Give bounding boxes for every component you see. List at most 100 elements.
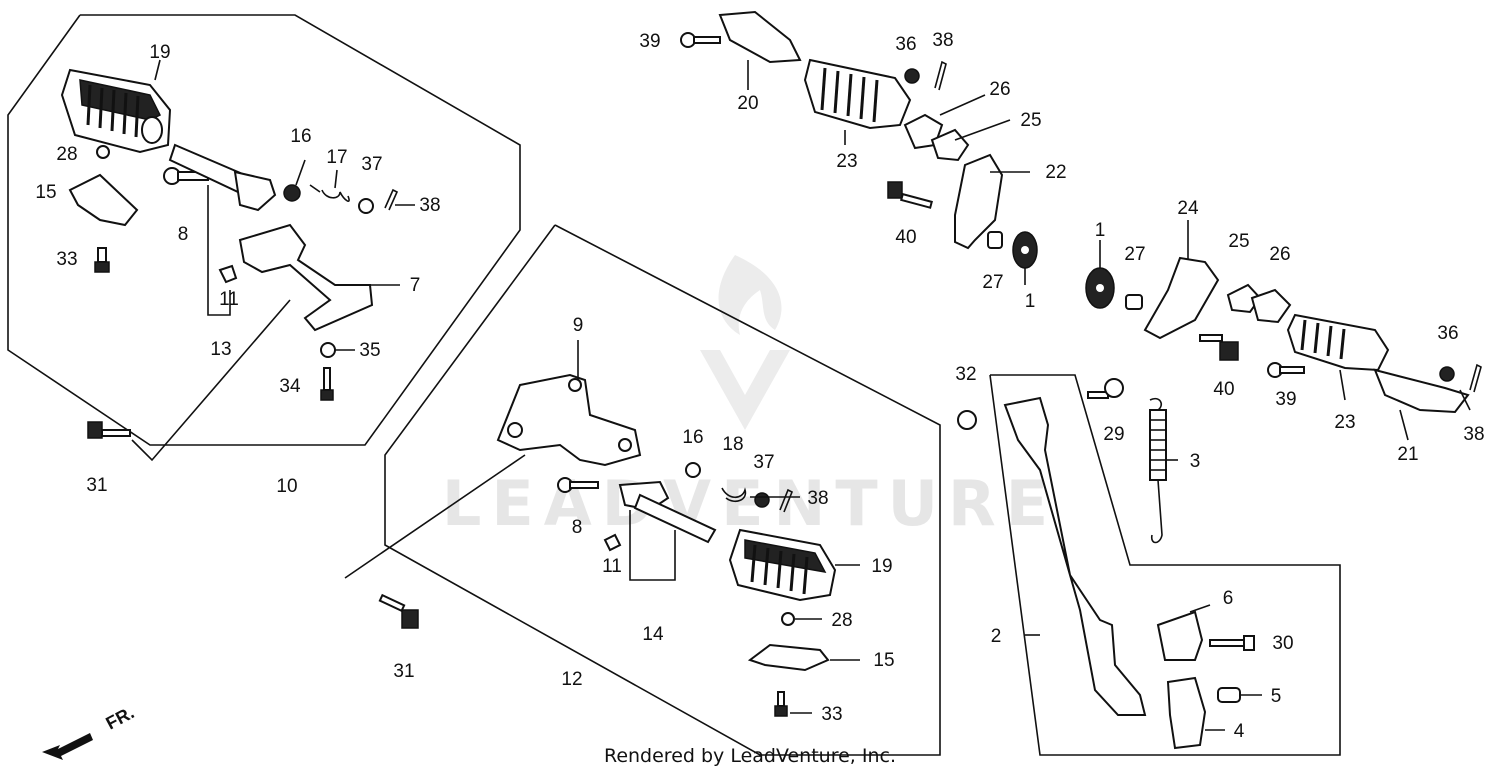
callout-14: 14: [642, 624, 664, 645]
callout-11-left: 11: [219, 289, 239, 310]
bracket-9: [496, 373, 642, 467]
front-arrow-label: FR.: [102, 702, 137, 733]
nut-35: [320, 342, 336, 358]
pin-39-top: [680, 32, 721, 48]
callout-8-left: 8: [178, 224, 189, 245]
callout-20: 20: [737, 93, 758, 114]
bracket-15-center: [747, 643, 830, 672]
side-stand-2: [1003, 396, 1147, 716]
callout-18: 18: [722, 434, 743, 455]
cover-20: [718, 10, 802, 64]
watermark-text: LEADVENTURE: [442, 467, 1058, 540]
bolt-31-center: [378, 593, 419, 629]
callout-10: 10: [276, 476, 297, 497]
callout-13: 13: [210, 339, 231, 360]
footpeg-rubber-23-right: [1286, 313, 1390, 372]
callout-39-top: 39: [639, 31, 660, 52]
bolt-34: [320, 367, 334, 401]
callout-38-right: 38: [1463, 424, 1484, 445]
nut-36-top: [904, 68, 920, 84]
washer-16-left: [283, 184, 301, 202]
cotter-38-right: [1469, 363, 1482, 393]
callout-37-center: 37: [753, 452, 774, 473]
callout-27-top: 27: [982, 272, 1003, 293]
cotter-38-left: [384, 188, 399, 211]
nut-36-right: [1439, 366, 1455, 382]
switch-bracket-6: [1156, 610, 1204, 661]
callout-26-right: 26: [1269, 244, 1290, 265]
pivot-tube-left: [168, 143, 277, 212]
footpeg-rubber-23-top: [803, 58, 912, 130]
cotter-38-center: [779, 488, 794, 513]
callout-36-right: 36: [1437, 323, 1458, 344]
washer-25-top: [930, 128, 970, 162]
footpeg-rubber-19-left: [60, 68, 172, 154]
callout-40-right: 40: [1213, 379, 1234, 400]
callout-16-left: 16: [290, 126, 311, 147]
nut-11-left: [218, 264, 238, 284]
callout-21: 21: [1397, 444, 1418, 465]
spring-3: [1149, 397, 1167, 544]
callout-38-center: 38: [807, 488, 828, 509]
bracket-24: [1143, 256, 1220, 340]
washer-37-center: [754, 492, 770, 508]
nut-11-center: [603, 533, 622, 552]
callout-28-center: 28: [831, 610, 852, 631]
cap-5: [1217, 687, 1241, 703]
footpeg-rubber-19-center: [728, 528, 837, 602]
pin-39-right: [1267, 362, 1305, 378]
callout-30: 30: [1272, 633, 1293, 654]
leader-31-left: [131, 299, 291, 462]
pin-8-center: [557, 477, 599, 493]
callout-9: 9: [573, 315, 584, 336]
bracket-7: [238, 223, 374, 332]
callout-25-top: 25: [1020, 110, 1041, 131]
washer-37-left: [358, 198, 374, 214]
callout-31-left: 31: [86, 475, 107, 496]
pin-8-left: [163, 167, 209, 185]
callout-1-right: 1: [1095, 220, 1106, 241]
bracket-15-left: [68, 173, 139, 227]
callout-12: 12: [561, 669, 582, 690]
callout-24: 24: [1177, 198, 1199, 219]
nut-28-center: [781, 612, 795, 626]
callout-29: 29: [1103, 424, 1124, 445]
bolt-30: [1209, 635, 1255, 651]
callout-15-center: 15: [873, 650, 894, 671]
leader-31-center: [344, 454, 526, 579]
pivot-tube-center: [618, 480, 717, 544]
bolt-31-left: [87, 421, 131, 439]
group-2-outline: [989, 374, 1341, 756]
callout-3: 3: [1190, 451, 1201, 472]
bolt-40-right: [1199, 334, 1239, 361]
callout-16-center: 16: [682, 427, 703, 448]
callout-2: 2: [991, 626, 1002, 647]
callout-27-right: 27: [1124, 244, 1145, 265]
watermark: LEADVENTURE: [442, 255, 1058, 540]
callout-labels: 19 28 15 33 8 16 17 37 38 7 11 13 35 34 …: [35, 30, 1484, 742]
callout-38-left: 38: [419, 195, 440, 216]
callout-33-center: 33: [821, 704, 842, 725]
callout-34: 34: [279, 376, 301, 397]
bolt-40-top: [887, 181, 933, 209]
washer-16-center: [685, 462, 701, 478]
bushing-27-right: [1125, 294, 1143, 310]
roller-1-top: [1012, 231, 1038, 269]
bolt-33-center: [774, 691, 788, 717]
leader-14: [629, 510, 676, 581]
callout-33-left: 33: [56, 249, 77, 270]
callout-15-left: 15: [35, 182, 56, 203]
leader-13: [207, 185, 231, 316]
callout-37-left: 37: [361, 154, 382, 175]
callout-6: 6: [1223, 588, 1234, 609]
callout-lines: [154, 59, 1471, 731]
callout-32: 32: [955, 364, 976, 385]
callout-39-right: 39: [1275, 389, 1296, 410]
bolt-33-left: [94, 247, 110, 273]
callout-19-center: 19: [871, 556, 892, 577]
callout-38-top: 38: [932, 30, 953, 51]
callout-36-top: 36: [895, 34, 916, 55]
callout-8-center: 8: [572, 517, 583, 538]
group-12-outline: [384, 224, 941, 756]
